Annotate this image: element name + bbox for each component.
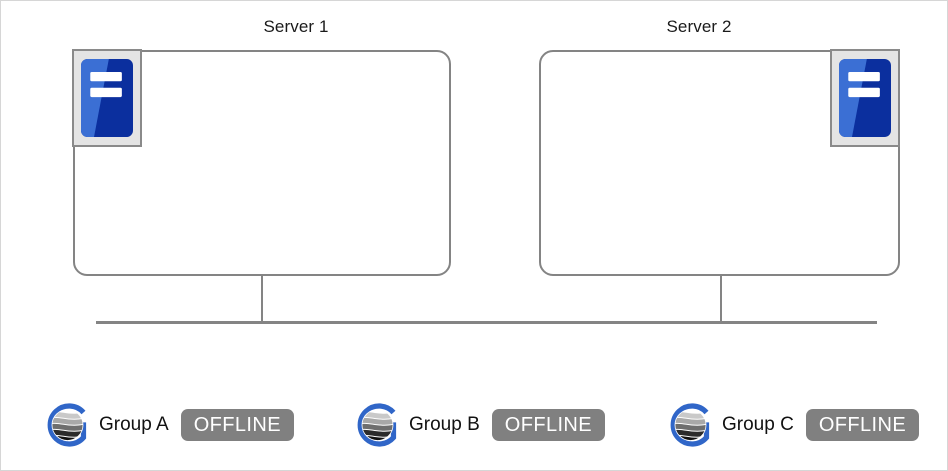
- group-status-row: Group A OFFLINE Group B OFFL: [1, 397, 947, 459]
- server-icon: [839, 59, 891, 137]
- server-2-title: Server 2: [666, 17, 732, 36]
- group-label: Group C: [722, 414, 794, 435]
- server-1-drop-line: [261, 276, 263, 322]
- status-badge[interactable]: OFFLINE: [491, 409, 606, 441]
- server-2-icon-frame[interactable]: [830, 49, 900, 147]
- group-label: Group A: [99, 414, 169, 435]
- group-item[interactable]: Group C OFFLINE: [666, 397, 920, 453]
- status-badge[interactable]: OFFLINE: [180, 409, 294, 441]
- server-2-drop-line: [720, 276, 722, 322]
- server-1-title: Server 1: [263, 17, 329, 36]
- network-bus-line: [96, 321, 877, 324]
- globe-g-logo-icon: [357, 403, 397, 447]
- group-item[interactable]: Group A OFFLINE: [43, 397, 294, 453]
- status-badge[interactable]: OFFLINE: [805, 409, 920, 441]
- group-label: Group B: [409, 414, 480, 435]
- server-icon: [81, 59, 133, 137]
- globe-g-logo-icon: [670, 403, 710, 447]
- server-1-icon-frame[interactable]: [72, 49, 142, 147]
- globe-g-logo-icon: [47, 403, 87, 447]
- group-item[interactable]: Group B OFFLINE: [353, 397, 606, 453]
